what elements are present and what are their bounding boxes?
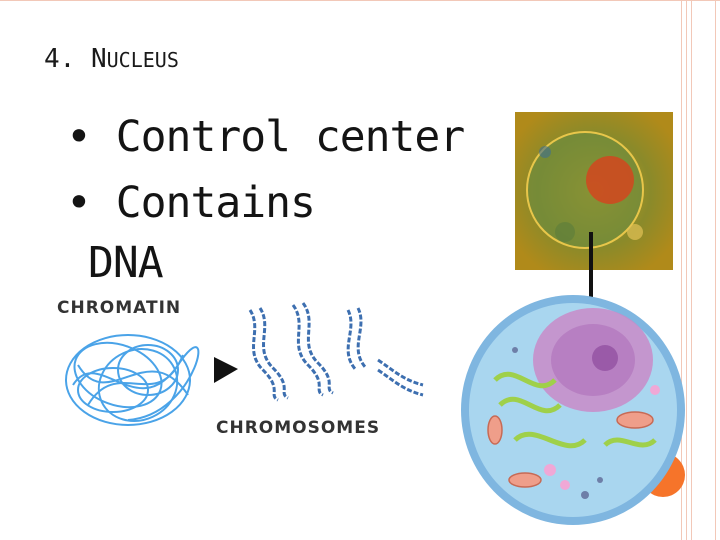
- nucleus-micrograph-image: [515, 112, 673, 270]
- bullet-contains: • Contains: [66, 178, 316, 228]
- frame-line-4: [715, 0, 716, 540]
- bullet-dna: DNA: [88, 238, 164, 288]
- frame-top-line: [0, 0, 720, 1]
- chromatin-label: CHROMATIN: [57, 298, 182, 318]
- frame-line-1: [681, 0, 682, 540]
- slide-title: 4. NUCLEUS: [44, 44, 179, 74]
- title-first-letter: N: [90, 44, 107, 74]
- arrow-icon: [214, 357, 238, 383]
- chromatin-tangle-image: [65, 334, 200, 426]
- chromosomes-label: CHROMOSOMES: [216, 418, 381, 438]
- frame-line-2: [686, 0, 687, 540]
- frame-line-3: [691, 0, 692, 540]
- bullet-control-center: • Control center: [66, 112, 465, 162]
- title-rest: UCLEUS: [106, 48, 179, 72]
- chromosomes-image: [248, 302, 424, 402]
- animal-cell-image: [461, 295, 685, 525]
- title-number: 4.: [44, 44, 76, 74]
